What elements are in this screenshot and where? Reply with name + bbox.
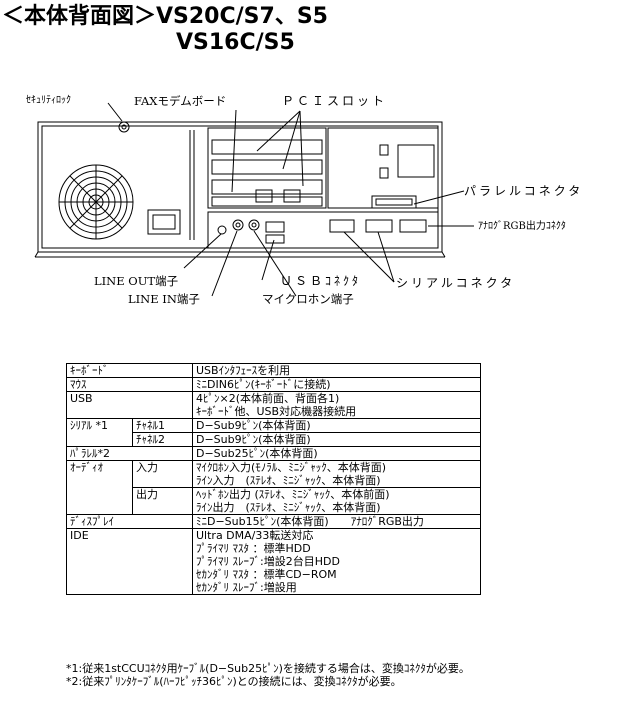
spec-value-audio-out-line1: ﾍｯﾄﾞﾎﾝ出力 (ｽﾃﾚｵ、ﾐﾆｼﾞｬｯｸ、本体前面): [196, 488, 390, 501]
table-row: ﾏｳｽ ﾐﾆDIN6ﾋﾟﾝ(ｷｰﾎﾞｰﾄﾞに接続): [66, 377, 481, 392]
table-row: 出力 ﾍｯﾄﾞﾎﾝ出力 (ｽﾃﾚｵ、ﾐﾆｼﾞｬｯｸ、本体前面) ﾗｲﾝ出力 (ｽ…: [67, 487, 481, 515]
serial-connector-label: シリアルコネクタ: [396, 276, 516, 290]
spec-value-usb: 4ﾋﾟﾝ×2(本体前面、背面各1) ｷｰﾎﾞｰﾄﾞ他、USB対応機器接続用: [192, 391, 481, 419]
spec-value-usb-line2: ｷｰﾎﾞｰﾄﾞ他、USB対応機器接続用: [196, 405, 357, 418]
spec-value-parallel: D−Sub25ﾋﾟﾝ(本体背面): [192, 446, 481, 461]
table-row: ｵｰﾃﾞｨｵ 入力 ﾏｲｸﾛﾎﾝ入力(ﾓﾉﾗﾙ、ﾐﾆｼﾞｬｯｸ、本体背面) ﾗｲ…: [66, 460, 481, 515]
leader-lines: [107, 102, 474, 297]
spec-value-audio-out-line2: ﾗｲﾝ出力 (ｽﾃﾚｵ、ﾐﾆｼﾞｬｯｸ、本体背面): [196, 501, 381, 514]
security-lock-icon: [118, 121, 130, 133]
spec-value-usb-line1: 4ﾋﾟﾝ×2(本体前面、背面各1): [196, 392, 340, 405]
rear-panel-diagram: [34, 102, 474, 297]
analog-rgb-label: ｱﾅﾛｸﾞRGB出力ｺﾈｸﾀ: [478, 221, 566, 232]
expansion-slots: [207, 127, 327, 209]
spec-label-serial: ｼﾘｱﾙ *1: [66, 418, 133, 447]
spec-label-parallel: ﾊﾟﾗﾚﾙ*2: [66, 446, 193, 461]
spec-label-ide: IDE: [66, 528, 193, 595]
spec-value-audio-in: ﾏｲｸﾛﾎﾝ入力(ﾓﾉﾗﾙ、ﾐﾆｼﾞｬｯｸ、本体背面) ﾗｲﾝ入力 (ｽﾃﾚｵ、…: [192, 460, 481, 488]
line-out-label: LINE OUT端子: [94, 274, 179, 288]
spec-value-audio-out: ﾍｯﾄﾞﾎﾝ出力 (ｽﾃﾚｵ、ﾐﾆｼﾞｬｯｸ、本体前面) ﾗｲﾝ出力 (ｽﾃﾚｵ…: [192, 487, 481, 515]
line-in-label: LINE IN端子: [128, 292, 200, 306]
table-row: ﾃﾞｨｽﾌﾟﾚｲ ﾐﾆD−Sub15ﾋﾟﾝ(本体背面) ｱﾅﾛｸﾞRGB出力: [66, 514, 481, 529]
spec-label-usb: USB: [66, 391, 193, 419]
fax-modem-board-label: FAXモデムボード: [134, 94, 227, 108]
spec-value-serial-ch1: D−Sub9ﾋﾟﾝ(本体背面): [192, 418, 481, 433]
spec-label-mouse: ﾏｳｽ: [66, 377, 193, 392]
usb-port-icon: [265, 221, 285, 244]
spec-value-keyboard: USBｲﾝﾀﾌｪｰｽを利用: [192, 363, 481, 378]
spec-label-serial-ch2: ﾁｬﾈﾙ2: [132, 432, 193, 447]
parallel-port-icon: [371, 195, 417, 209]
spec-value-ide: Ultra DMA/33転送対応 ﾌﾟﾗｲﾏﾘ ﾏｽﾀ ：標準HDD ﾌﾟﾗｲﾏ…: [192, 528, 481, 595]
page-title-line1: ＜本体背面図＞VS20C/S7、S5: [2, 4, 328, 29]
spec-label-keyboard: ｷｰﾎﾞｰﾄﾞ: [66, 363, 193, 378]
parallel-connector-label: パラレルコネクタ: [464, 184, 584, 198]
mic-jack-label: マイクロホン端子: [262, 292, 354, 306]
spec-label-audio-out: 出力: [132, 487, 193, 515]
power-inlet-icon: [147, 209, 181, 235]
spec-value-ide-line5: ｾｶﾝﾀﾞﾘ ｽﾚｰﾌﾞ:増設用: [196, 581, 297, 594]
spec-value-mouse: ﾐﾆDIN6ﾋﾟﾝ(ｷｰﾎﾞｰﾄﾞに接続): [192, 377, 481, 392]
usb-connector-label: ＵＳＢｺﾈｸﾀ: [280, 274, 362, 288]
fan-grille-icon: [58, 164, 134, 240]
table-row: ｼﾘｱﾙ *1 ﾁｬﾈﾙ1 D−Sub9ﾋﾟﾝ(本体背面): [66, 418, 481, 447]
spec-label-serial-ch1: ﾁｬﾈﾙ1: [132, 418, 193, 433]
spec-value-serial-ch2: D−Sub9ﾋﾟﾝ(本体背面): [192, 432, 481, 447]
audio-jacks: [217, 219, 260, 235]
serial-port-icons: [329, 219, 393, 233]
footnote-2: *2:従来ﾌﾟﾘﾝﾀｹｰﾌﾞﾙ(ﾊｰﾌﾋﾟｯﾁ36ﾋﾟﾝ)との接続には、変換ｺﾈ…: [66, 675, 402, 688]
table-row: IDE Ultra DMA/33転送対応 ﾌﾟﾗｲﾏﾘ ﾏｽﾀ ：標準HDD ﾌ…: [66, 528, 481, 595]
spec-value-audio-in-line2: ﾗｲﾝ入力 (ｽﾃﾚｵ、ﾐﾆｼﾞｬｯｸ、本体背面): [196, 474, 381, 487]
spec-value-ide-line1: Ultra DMA/33転送対応: [196, 529, 314, 542]
footnotes: *1:従来1stCCUｺﾈｸﾀ用ｹｰﾌﾞﾙ(D−Sub25ﾋﾟﾝ)を接続する場合…: [66, 662, 470, 688]
spec-value-ide-line4: ｾｶﾝﾀﾞﾘ ﾏｽﾀ ：標準CD−ROM: [196, 568, 337, 581]
pci-slot-label: ＰＣＩスロット: [282, 94, 388, 108]
table-row: USB 4ﾋﾟﾝ×2(本体前面、背面各1) ｷｰﾎﾞｰﾄﾞ他、USB対応機器接続…: [66, 391, 481, 419]
spec-table: ｷｰﾎﾞｰﾄﾞ USBｲﾝﾀﾌｪｰｽを利用 ﾏｳｽ ﾐﾆDIN6ﾋﾟﾝ(ｷｰﾎﾞ…: [66, 363, 481, 595]
vga-port-icon: [399, 219, 427, 233]
spec-label-audio: ｵｰﾃﾞｨｵ: [66, 460, 133, 515]
spec-label-audio-in: 入力: [132, 460, 193, 488]
spec-label-display: ﾃﾞｨｽﾌﾟﾚｲ: [66, 514, 193, 529]
spec-value-ide-line3: ﾌﾟﾗｲﾏﾘ ｽﾚｰﾌﾞ:増設2台目HDD: [196, 555, 340, 568]
footnote-1: *1:従来1stCCUｺﾈｸﾀ用ｹｰﾌﾞﾙ(D−Sub25ﾋﾟﾝ)を接続する場合…: [66, 662, 470, 675]
spec-value-ide-line2: ﾌﾟﾗｲﾏﾘ ﾏｽﾀ ：標準HDD: [196, 542, 311, 555]
spec-value-display: ﾐﾆD−Sub15ﾋﾟﾝ(本体背面) ｱﾅﾛｸﾞRGB出力: [192, 514, 481, 529]
table-row: ｷｰﾎﾞｰﾄﾞ USBｲﾝﾀﾌｪｰｽを利用: [66, 363, 481, 378]
table-row: ﾊﾟﾗﾚﾙ*2 D−Sub25ﾋﾟﾝ(本体背面): [66, 446, 481, 461]
security-lock-label: ｾｷｭﾘﾃｨﾛｯｸ: [26, 95, 71, 106]
page-title-line2: VS16C/S5: [176, 30, 295, 55]
spec-value-audio-in-line1: ﾏｲｸﾛﾎﾝ入力(ﾓﾉﾗﾙ、ﾐﾆｼﾞｬｯｸ、本体背面): [196, 461, 387, 474]
